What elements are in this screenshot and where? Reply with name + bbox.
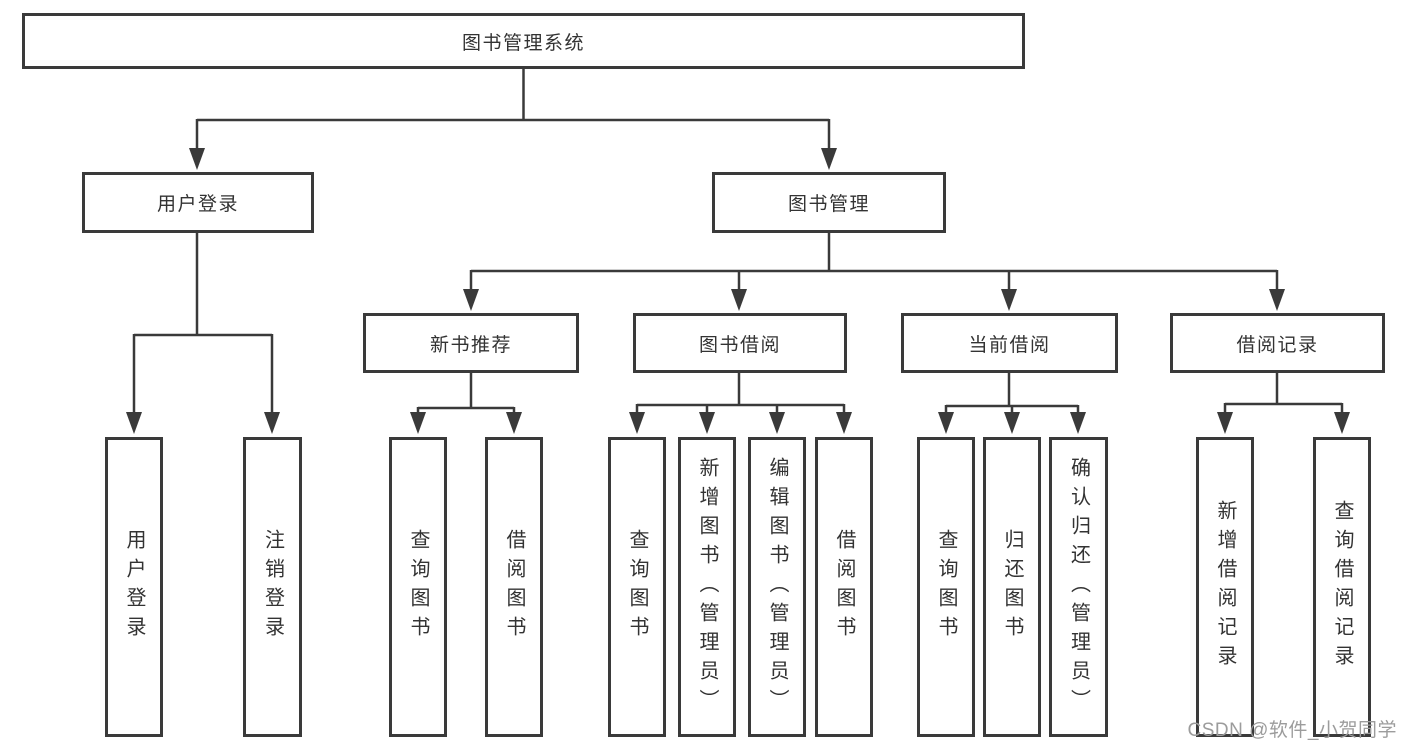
node-current-borrow-label: 当前借阅 bbox=[968, 334, 1051, 356]
leaf-confirm-return-admin: 确认归还（管理员） bbox=[1049, 437, 1108, 737]
node-user-login-label: 用户登录 bbox=[156, 194, 239, 215]
node-book-borrow: 图书借阅 bbox=[633, 313, 847, 373]
node-root-system-label: 图书管理系统 bbox=[461, 32, 585, 54]
node-user-login: 用户登录 bbox=[82, 172, 314, 233]
leaf-add-borrow-record: 新增借阅记录 bbox=[1196, 437, 1254, 737]
node-borrow-records-label: 借阅记录 bbox=[1236, 334, 1319, 356]
node-book-management-label: 图书管理 bbox=[787, 194, 870, 215]
leaf-add-book-admin: 新增图书（管理员） bbox=[678, 437, 736, 737]
node-current-borrow: 当前借阅 bbox=[901, 313, 1118, 373]
leaf-return-book: 归还图书 bbox=[983, 437, 1041, 737]
leaf-current-query-books: 查询图书 bbox=[917, 437, 975, 737]
leaf-edit-book-admin: 编辑图书（管理员） bbox=[748, 437, 806, 737]
node-book-management: 图书管理 bbox=[712, 172, 946, 233]
leaf-borrow-books: 借阅图书 bbox=[815, 437, 873, 737]
node-borrow-records: 借阅记录 bbox=[1170, 313, 1385, 373]
leaf-recommend-borrow-books: 借阅图书 bbox=[485, 437, 543, 737]
node-book-borrow-label: 图书借阅 bbox=[698, 334, 781, 356]
node-new-book-recommend-label: 新书推荐 bbox=[429, 334, 512, 356]
arrowhead-down-icons bbox=[126, 148, 1350, 434]
leaf-recommend-query-books: 查询图书 bbox=[389, 437, 447, 737]
leaf-user-login: 用户登录 bbox=[105, 437, 163, 737]
csdn-watermark: CSDN @软件_小贺同学 bbox=[1187, 720, 1397, 741]
leaf-logout: 注销登录 bbox=[243, 437, 302, 737]
node-root-system: 图书管理系统 bbox=[22, 13, 1025, 69]
leaf-borrow-query-books: 查询图书 bbox=[608, 437, 666, 737]
node-new-book-recommend: 新书推荐 bbox=[363, 313, 579, 373]
leaf-query-borrow-record: 查询借阅记录 bbox=[1313, 437, 1371, 737]
